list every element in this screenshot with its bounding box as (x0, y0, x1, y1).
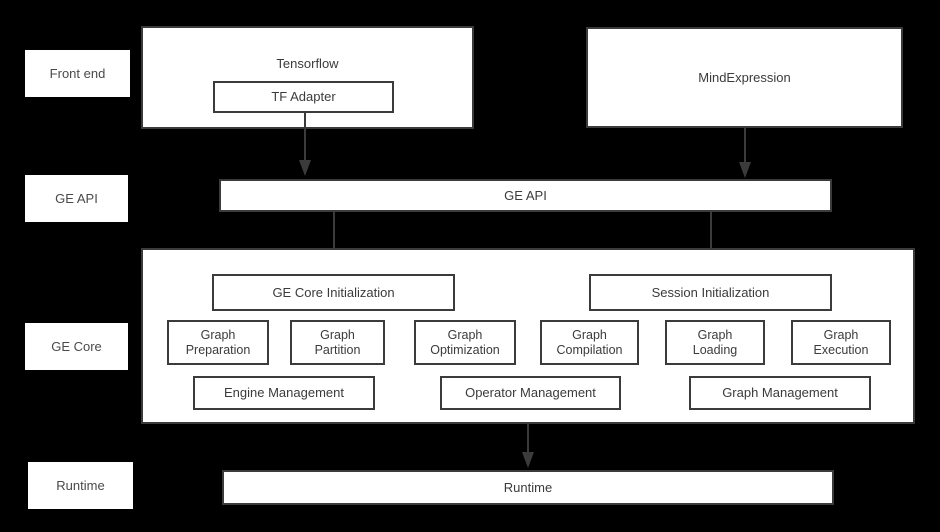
layer-label-front-end: Front end (25, 50, 130, 97)
engine-management-box[interactable]: Engine Management (193, 376, 375, 410)
graph-execution-box[interactable]: Graph Execution (791, 320, 891, 365)
graph-loading-box[interactable]: Graph Loading (665, 320, 765, 365)
graph-preparation-box[interactable]: Graph Preparation (167, 320, 269, 365)
graph-compilation-box[interactable]: Graph Compilation (540, 320, 639, 365)
graph-management-box[interactable]: Graph Management (689, 376, 871, 410)
tensorflow-label: Tensorflow (276, 56, 339, 71)
arrow-ge-core-to-runtime (520, 424, 536, 470)
arrow-tf-adapter-to-ge-api (297, 112, 313, 178)
layer-label-ge-core: GE Core (25, 323, 128, 370)
layer-label-ge-api: GE API (25, 175, 128, 222)
mindexpression-box[interactable]: MindExpression (586, 27, 903, 128)
ge-api-bar[interactable]: GE API (219, 179, 832, 212)
runtime-bar[interactable]: Runtime (222, 470, 834, 505)
tf-adapter-box[interactable]: TF Adapter (213, 81, 394, 113)
session-initialization-box[interactable]: Session Initialization (589, 274, 832, 311)
arrow-mindexpression-to-ge-api (737, 128, 753, 180)
ge-core-initialization-box[interactable]: GE Core Initialization (212, 274, 455, 311)
operator-management-box[interactable]: Operator Management (440, 376, 621, 410)
graph-partition-box[interactable]: Graph Partition (290, 320, 385, 365)
layer-label-runtime: Runtime (28, 462, 133, 509)
graph-optimization-box[interactable]: Graph Optimization (414, 320, 516, 365)
